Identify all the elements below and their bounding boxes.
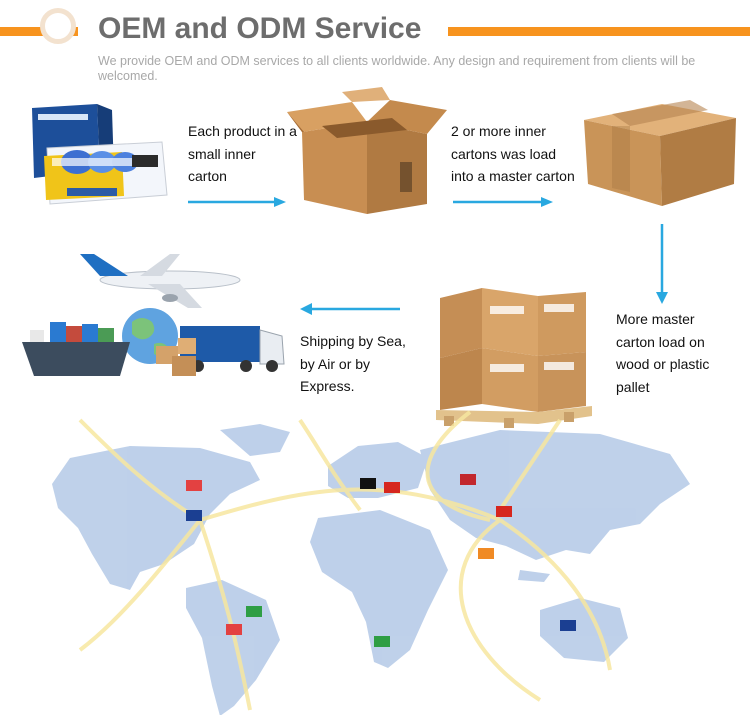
step-2-text: 2 or more inner cartons was load into a …	[451, 123, 575, 184]
step-3-text: More master carton load on wood or plast…	[616, 311, 710, 395]
arrow-right-2	[453, 197, 553, 207]
shipping-transport-icon	[22, 254, 285, 376]
step-4-text: Shipping by Sea, by Air or by Express.	[300, 333, 406, 394]
world-map-icon	[52, 410, 690, 715]
pallet-icon	[436, 288, 592, 428]
step-1-text: Each product in a small inner carton	[188, 123, 297, 184]
arrow-down	[656, 224, 668, 304]
airplane-icon	[80, 254, 241, 308]
page-subtitle: We provide OEM and ODM services to all c…	[98, 54, 696, 83]
header-logo-mark	[40, 8, 76, 44]
closed-carton-icon	[584, 100, 736, 206]
header-bar-right	[448, 27, 750, 36]
product-box-icon	[32, 104, 168, 205]
arrow-left	[300, 303, 400, 315]
open-carton-icon	[287, 87, 447, 214]
arrow-right-1	[188, 197, 286, 207]
page-title: OEM and ODM Service	[98, 12, 422, 45]
header-bar-left	[0, 27, 78, 36]
